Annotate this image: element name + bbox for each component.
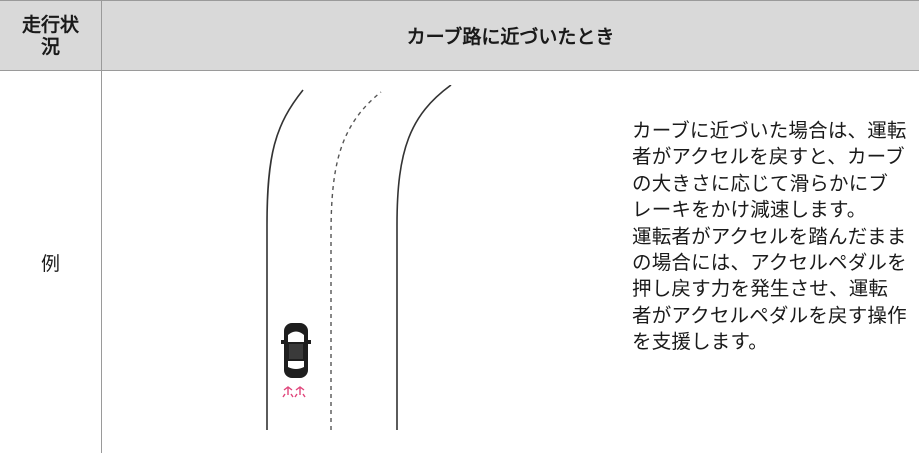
row-label-example: 例 — [0, 71, 101, 453]
row-divider — [0, 70, 919, 71]
brake-light-marks-icon — [282, 386, 306, 398]
header-driving-situation-label: 走行状況 — [21, 13, 79, 58]
column-divider — [101, 70, 102, 453]
description-paragraph-2: 運転者がアクセルを踏んだままの場合には、アクセルペダルを押し戻す力を発生させ、運… — [632, 224, 907, 354]
road-edge-left — [266, 89, 304, 430]
description-paragraph-1: カーブに近づいた場合は、運転者がアクセルを戻すと、カーブの大きさに応じて滑らかに… — [632, 119, 907, 222]
row-label-example-text: 例 — [40, 252, 60, 275]
car-icon — [281, 323, 311, 378]
road-center-dashed-line — [330, 91, 382, 430]
header-driving-situation: 走行状況 — [0, 0, 102, 70]
curve-road-diagram — [266, 85, 452, 430]
header-curve-approach-label: カーブ路に近づいたとき — [406, 26, 615, 48]
header-curve-approach: カーブ路に近づいたとき — [102, 0, 919, 70]
road-edge-right — [396, 85, 452, 430]
description-text: カーブに近づいた場合は、運転者がアクセルを戻すと、カーブの大きさに応じて滑らかに… — [632, 118, 907, 356]
